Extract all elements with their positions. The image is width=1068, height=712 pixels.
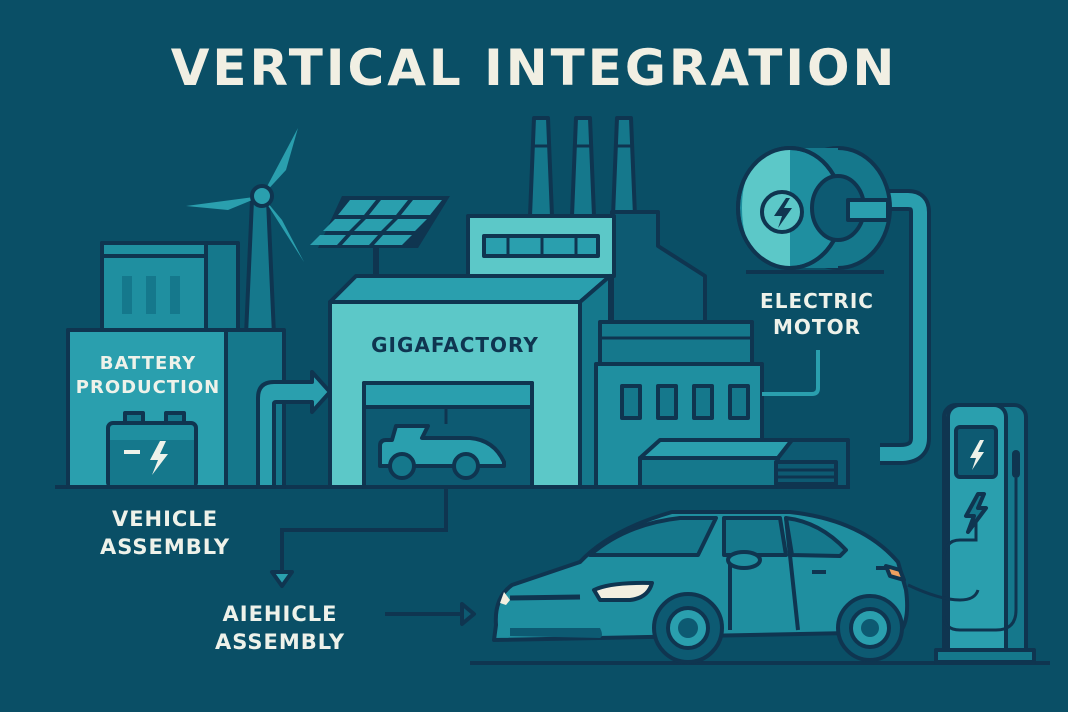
gigafactory-label: GIGAFACTORY	[371, 333, 539, 357]
wind-turbine-icon	[186, 128, 304, 337]
label-line: ASSEMBLY	[214, 630, 346, 654]
right-arrow-icon	[460, 602, 476, 626]
label-line: ELECTRIC	[760, 289, 874, 313]
down-arrow-icon	[270, 570, 294, 588]
solar-panel-icon	[310, 196, 450, 276]
car-icon	[378, 424, 506, 480]
electric-motor-icon	[736, 146, 892, 274]
factory-back	[610, 210, 707, 324]
pipe	[840, 193, 927, 461]
label-line: PRODUCTION	[75, 377, 221, 398]
arrow-icon	[256, 370, 332, 489]
battery-icon	[106, 411, 198, 489]
warehouse	[638, 438, 850, 489]
page-title: VERTICAL INTEGRATION	[170, 39, 898, 97]
aiehicle-assembly-label: AIEHICLE ASSEMBLY	[200, 600, 360, 656]
lightning-bolt-icon	[760, 190, 804, 234]
label-line: MOTOR	[773, 315, 861, 339]
label-line: AIEHICLE	[222, 602, 338, 626]
label-line: VEHICLE	[111, 507, 219, 531]
electric-motor-label: ELECTRIC MOTOR	[742, 288, 892, 340]
label-line: ASSEMBLY	[99, 535, 231, 559]
gigafactory-upper	[466, 214, 616, 278]
label-line: BATTERY	[99, 353, 197, 374]
car-main	[492, 510, 910, 664]
connector-line	[280, 487, 448, 572]
battery-production-label: BATTERY PRODUCTION	[68, 352, 228, 400]
smokestack-icon	[528, 116, 637, 218]
right-factory	[594, 320, 820, 489]
charging-station-icon	[907, 403, 1036, 664]
vehicle-assembly-label: VEHICLE ASSEMBLY	[80, 505, 250, 561]
